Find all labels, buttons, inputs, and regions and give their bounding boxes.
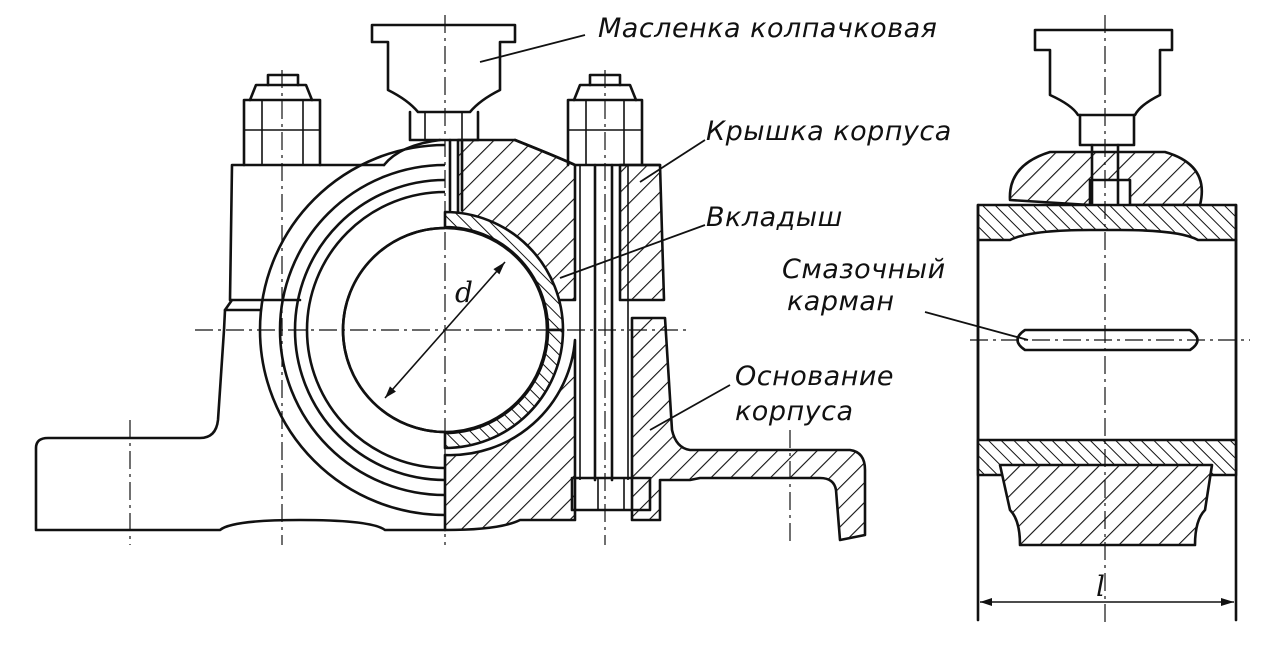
diameter-dimension-line <box>384 261 506 399</box>
housing-base-outline <box>34 308 447 532</box>
label-housing-cover: Крышка корпуса <box>706 116 952 147</box>
diameter-label: d <box>455 276 473 309</box>
oiler-cap <box>370 23 517 212</box>
left-bolt-nut <box>242 73 322 167</box>
cover-outline-left <box>223 163 386 312</box>
side-base-section <box>998 463 1214 547</box>
cover-section <box>456 138 666 302</box>
base-section <box>443 316 867 542</box>
label-housing-base-line1: Основание <box>735 361 894 392</box>
label-oiler: Масленка колпачковая <box>598 13 937 44</box>
side-liner-top <box>976 203 1238 242</box>
length-label: l <box>1096 570 1105 603</box>
front-view: d <box>34 15 867 545</box>
cover-top-contour <box>382 138 662 167</box>
label-lube-pocket-line2: карман <box>787 286 895 317</box>
side-view: l <box>924 15 1250 625</box>
label-liner: Вкладыш <box>706 202 843 233</box>
label-lube-pocket-line1: Смазочный <box>782 254 946 285</box>
label-housing-base-line2: корпуса <box>735 396 854 427</box>
side-cover-section <box>1008 150 1204 207</box>
